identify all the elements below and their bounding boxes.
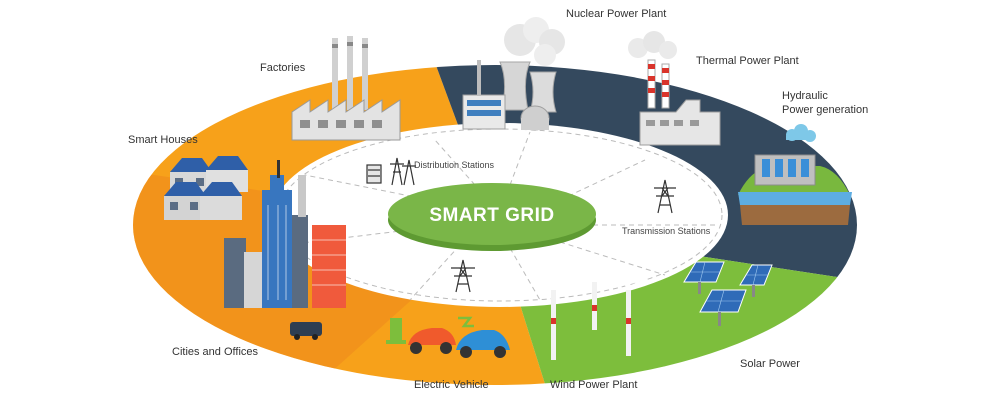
label-nuclear: Nuclear Power Plant (566, 8, 667, 20)
wind-turbines-icon (538, 258, 648, 360)
label-hydraulic-line2: Power generation (782, 104, 869, 116)
label-wind: Wind Power Plant (550, 379, 638, 391)
label-transmission: Transmission Stations (622, 226, 711, 236)
smart-houses-icon (164, 156, 248, 220)
label-smart-houses: Smart Houses (128, 134, 198, 146)
label-cities: Cities and Offices (172, 346, 259, 358)
city-buildings-icon (224, 160, 346, 340)
nuclear-plant-icon (462, 17, 565, 131)
label-thermal: Thermal Power Plant (696, 55, 799, 67)
label-factories: Factories (260, 62, 306, 74)
transmission-tower-icon (654, 179, 676, 214)
factory-icon (291, 36, 401, 141)
label-distribution: Distribution Stations (414, 160, 495, 170)
label-hydraulic-line1: Hydraulic (782, 90, 828, 102)
solar-panels-icon (683, 261, 773, 326)
center-disc: SMART GRID (388, 183, 596, 251)
substation-tower-icon (451, 259, 475, 293)
distribution-station-icon (366, 157, 416, 186)
label-solar: Solar Power (740, 358, 800, 370)
center-title: SMART GRID (429, 205, 554, 226)
label-electric-vehicle: Electric Vehicle (414, 379, 489, 391)
electric-vehicle-icon (386, 316, 510, 358)
hydro-dam-icon (738, 124, 852, 225)
thermal-plant-icon (628, 31, 721, 146)
